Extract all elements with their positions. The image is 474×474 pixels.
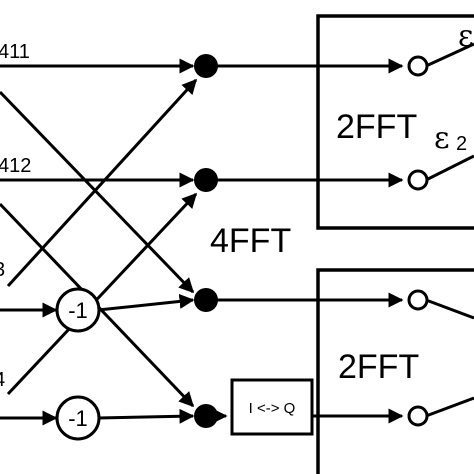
lower-switch-arm-2 — [425, 396, 474, 418]
multiplier-circle-2 — [55, 395, 101, 441]
upper-eps-label: ε — [458, 19, 474, 54]
upper-fft-subscript-eps: ε — [434, 121, 450, 156]
mul2-to-node4-wire — [97, 408, 195, 424]
sum-node-3 — [194, 288, 218, 312]
lower-port-2 — [407, 405, 429, 427]
upper-switch-arm-1 — [425, 42, 474, 68]
sum-node-1 — [194, 54, 218, 78]
multiplier-circle-1 — [55, 287, 101, 333]
four-fft-label: 4FFT — [210, 222, 291, 260]
cross-wire-3-to-node1 — [6, 78, 198, 288]
lower-switch-arm-1 — [425, 298, 474, 320]
upper-port-2 — [407, 169, 429, 191]
iq-swap-box — [230, 378, 314, 436]
cross-wire-4-to-node2 — [6, 192, 198, 396]
input-label-1: 411 — [0, 41, 30, 63]
input-label-2: 412 — [0, 155, 31, 177]
upper-switch-arm-2 — [425, 154, 474, 182]
lower-fft-label: 2FFT — [338, 348, 419, 386]
mul1-to-node3-wire — [97, 293, 195, 312]
input-label-4: 4 — [0, 369, 5, 391]
upper-port-1 — [407, 55, 429, 77]
sum-node-4 — [194, 404, 218, 428]
upper-fft-subscript-index: 2 — [456, 133, 467, 155]
multiplier-label-2: -1 — [68, 406, 88, 431]
multiplier-label-1: -1 — [68, 298, 88, 323]
sum-node-2 — [194, 168, 218, 192]
lower-2fft-block — [316, 268, 474, 474]
upper-2fft-block — [316, 14, 474, 230]
upper-fft-label: 2FFT — [336, 108, 417, 146]
input-label-3: 3 — [0, 259, 5, 281]
lower-port-1 — [407, 289, 429, 311]
cross-wire-1-to-node3 — [0, 90, 195, 294]
swap-label: I <-> Q — [249, 400, 296, 417]
